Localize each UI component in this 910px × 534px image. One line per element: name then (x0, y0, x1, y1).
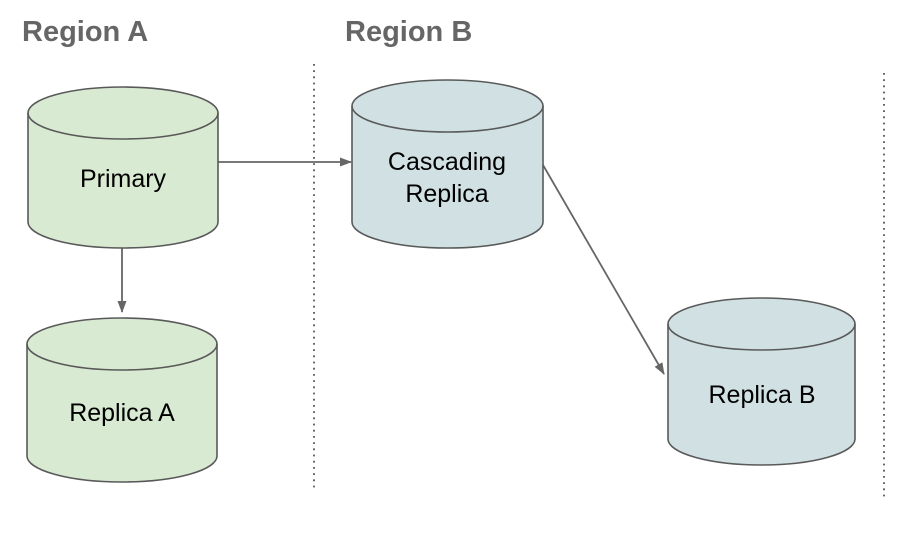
region-b-label: Region B (345, 16, 472, 48)
node-replica-a-label: Replica A (69, 399, 175, 427)
cylinder-top-rim (351, 105, 544, 133)
node-replica-a: Replica A (26, 317, 218, 483)
database-cylinder-icon (667, 297, 856, 466)
edge-cascading-replica-to-replica-b (542, 164, 665, 375)
node-cascading-replica-label-line2: Replica (405, 180, 488, 208)
cylinder-top-rim (667, 323, 856, 351)
node-primary: Primary (27, 86, 219, 249)
cylinder-top-rim (27, 112, 219, 140)
cylinder-top-rim (26, 343, 218, 371)
node-cascading-replica-label-line1: Cascading (388, 148, 506, 176)
node-cascading-replica: Cascading Replica (351, 79, 544, 249)
node-replica-b: Replica B (667, 297, 856, 466)
node-primary-label: Primary (80, 165, 167, 193)
database-cylinder-icon (351, 79, 544, 249)
region-a-label: Region A (22, 16, 148, 48)
node-replica-b-label: Replica B (709, 381, 816, 409)
database-cylinder-icon (27, 86, 219, 249)
database-cylinder-icon (26, 317, 218, 483)
